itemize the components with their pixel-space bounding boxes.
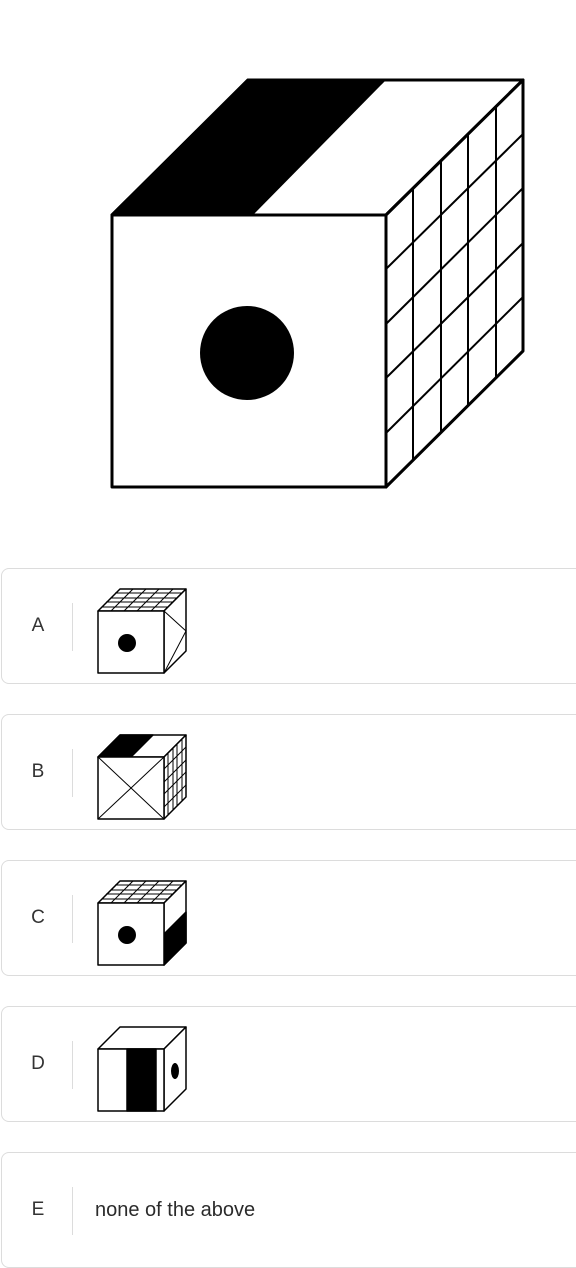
cube-blank-top-stripe-front-dot-side-icon — [97, 1026, 187, 1112]
option-letter: A — [31, 615, 45, 636]
option-letter: D — [31, 1053, 45, 1074]
option-e[interactable]: E none of the above — [1, 1152, 576, 1268]
question-cube-figure — [110, 78, 525, 489]
divider — [72, 1187, 73, 1235]
option-letter: C — [31, 907, 45, 928]
cube-grid-top-dot-front-x-side-icon — [97, 588, 187, 674]
option-a[interactable]: A — [1, 568, 576, 684]
option-text: none of the above — [95, 1198, 256, 1221]
divider — [72, 603, 73, 651]
option-letter: E — [31, 1199, 45, 1220]
option-b[interactable]: B — [1, 714, 576, 830]
cube-stripe-top-x-front-grid-side-icon — [97, 734, 187, 820]
cube-grid-top-dot-front-black-side-icon — [97, 880, 187, 966]
option-letter: B — [31, 761, 45, 782]
divider — [72, 749, 73, 797]
divider — [72, 895, 73, 943]
option-c[interactable]: C — [1, 860, 576, 976]
divider — [72, 1041, 73, 1089]
option-d[interactable]: D — [1, 1006, 576, 1122]
